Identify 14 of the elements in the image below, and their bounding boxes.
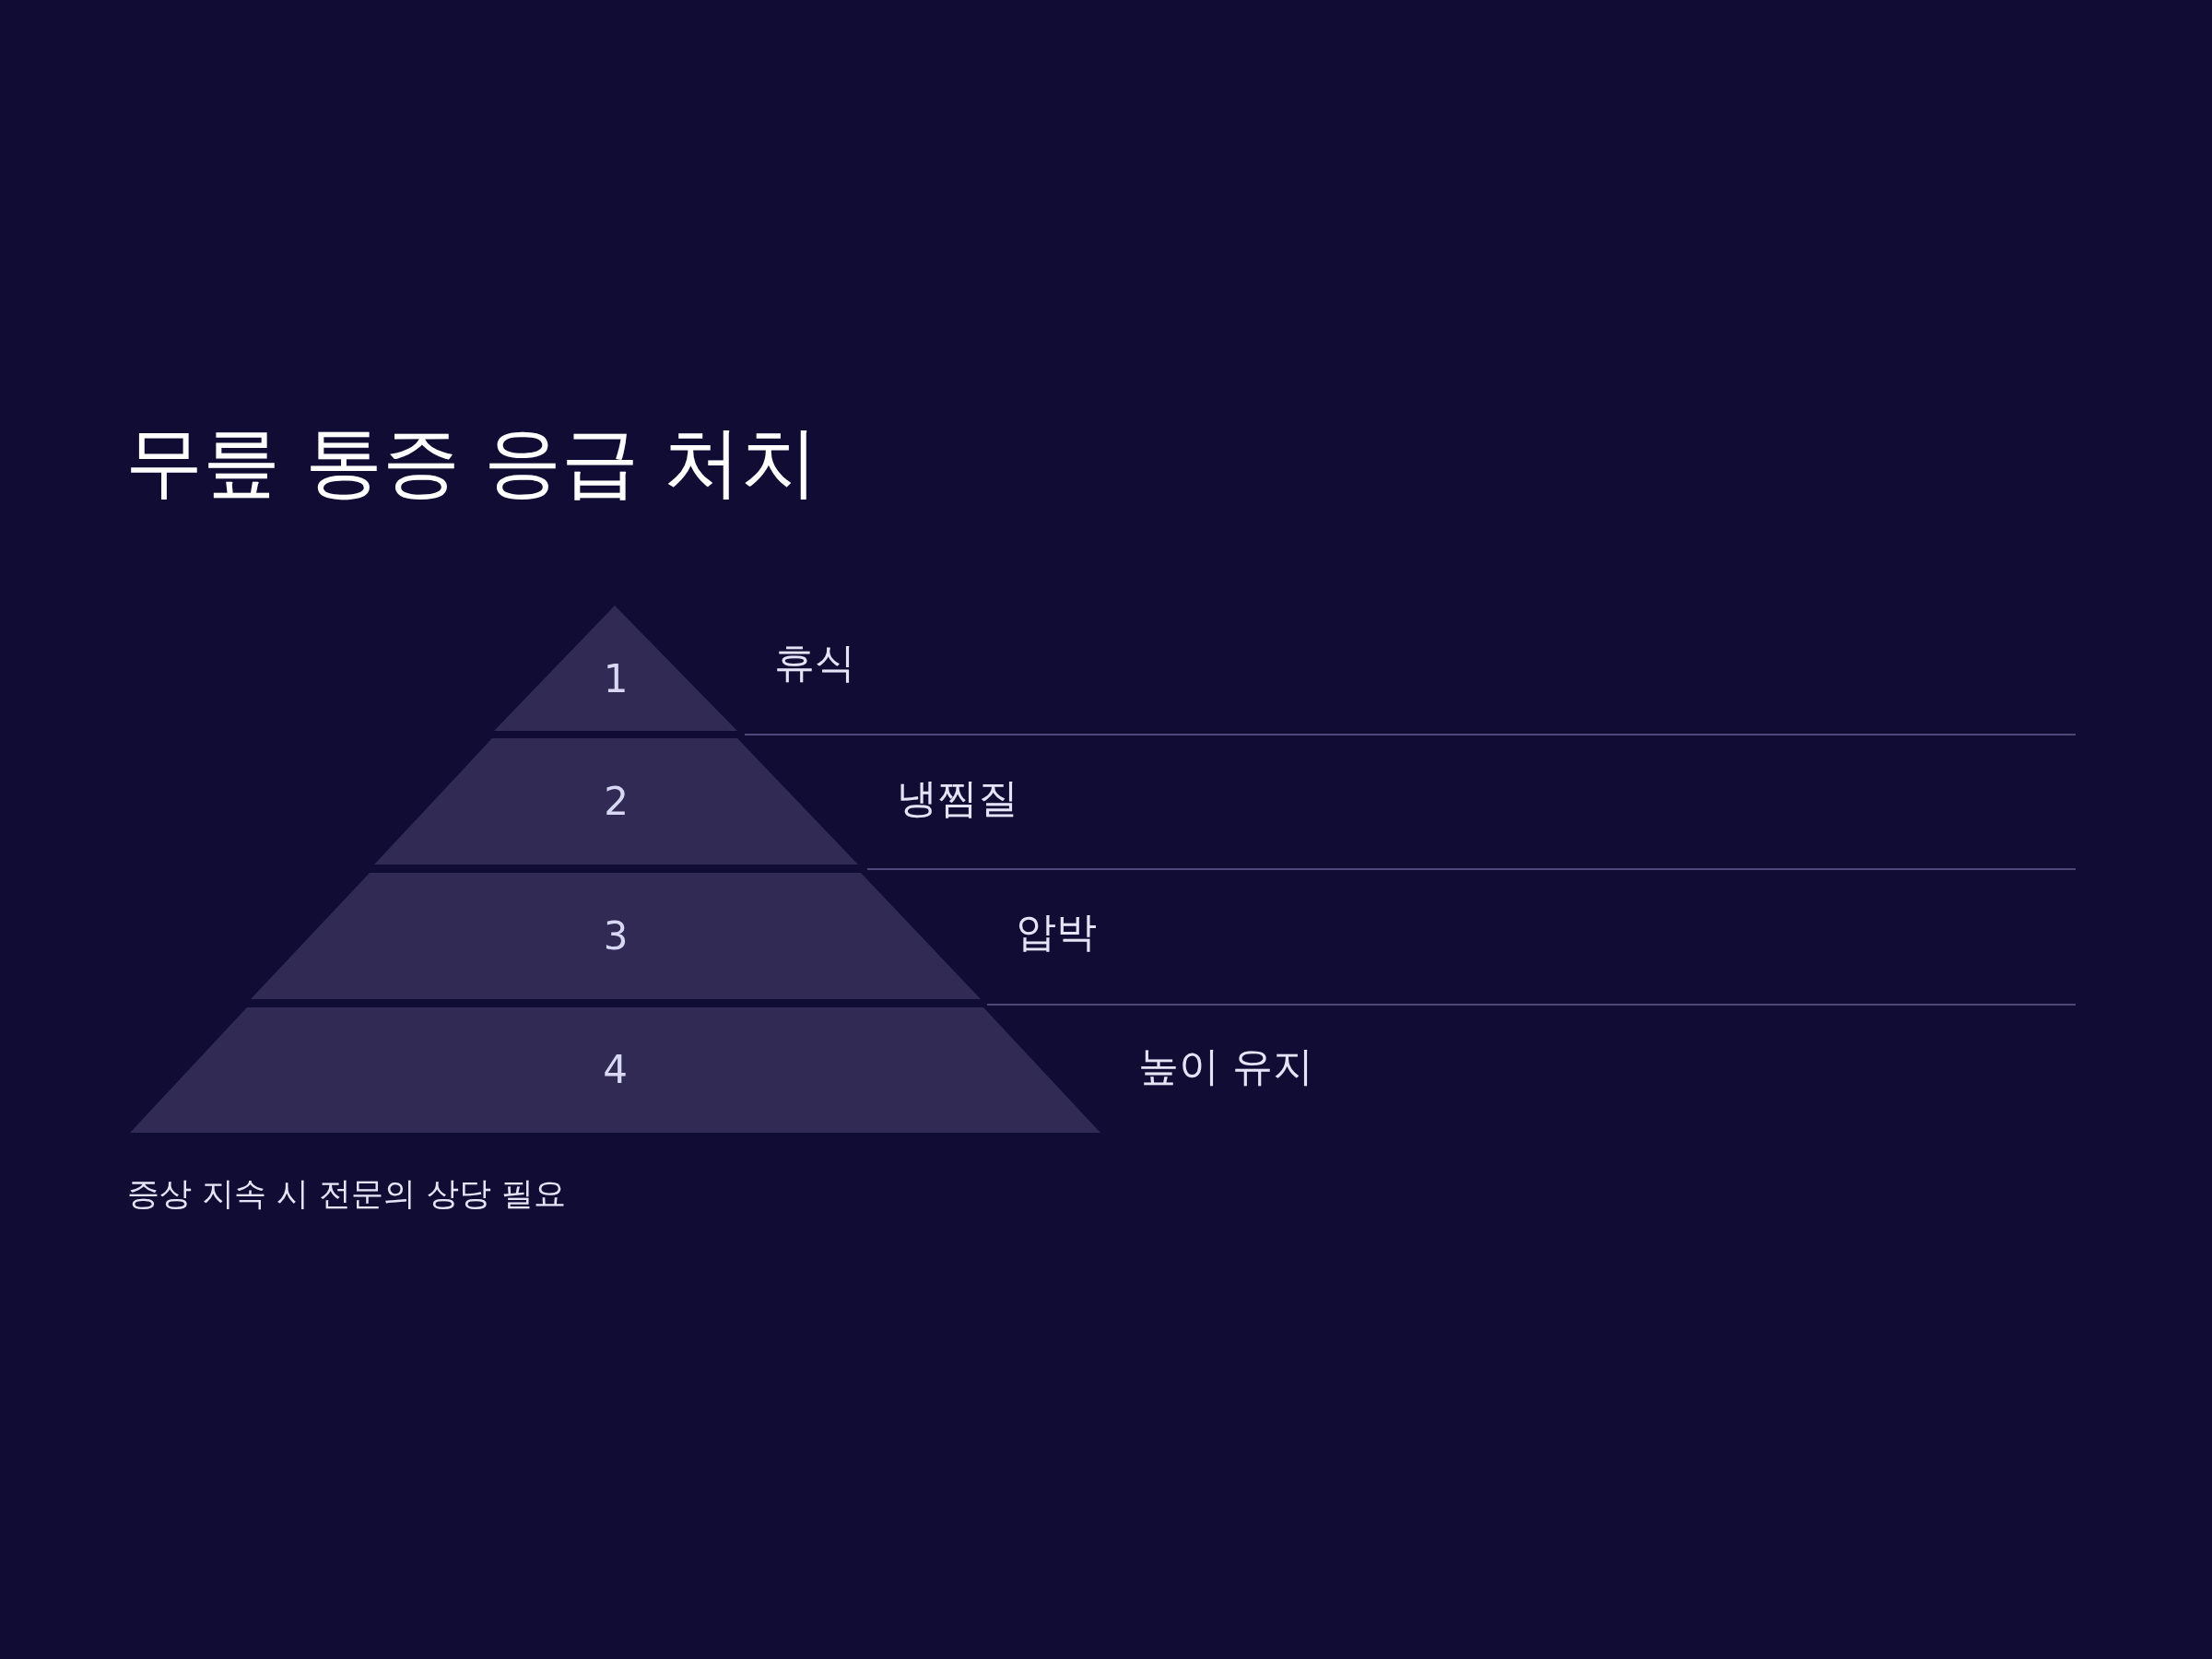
tier-number: 2 <box>603 782 629 821</box>
pyramid-tier <box>494 606 737 731</box>
tier-label: 휴식 <box>774 642 855 683</box>
tier-number: 1 <box>602 660 629 699</box>
tier-label: 냉찜질 <box>897 778 1018 818</box>
tier-number: 3 <box>602 916 629 956</box>
tier-label: 압박 <box>1016 912 1097 952</box>
pyramid-tier <box>374 738 858 865</box>
pyramid-tier <box>130 1007 1100 1133</box>
tier-number: 4 <box>602 1051 629 1089</box>
tier-label: 높이 유지 <box>1138 1046 1313 1087</box>
pyramid-tier <box>251 873 981 999</box>
caption: 증상 지속 시 전문의 상당 필요 <box>127 1176 566 1212</box>
title: 무릎 통증 응급 처치 <box>125 419 819 505</box>
